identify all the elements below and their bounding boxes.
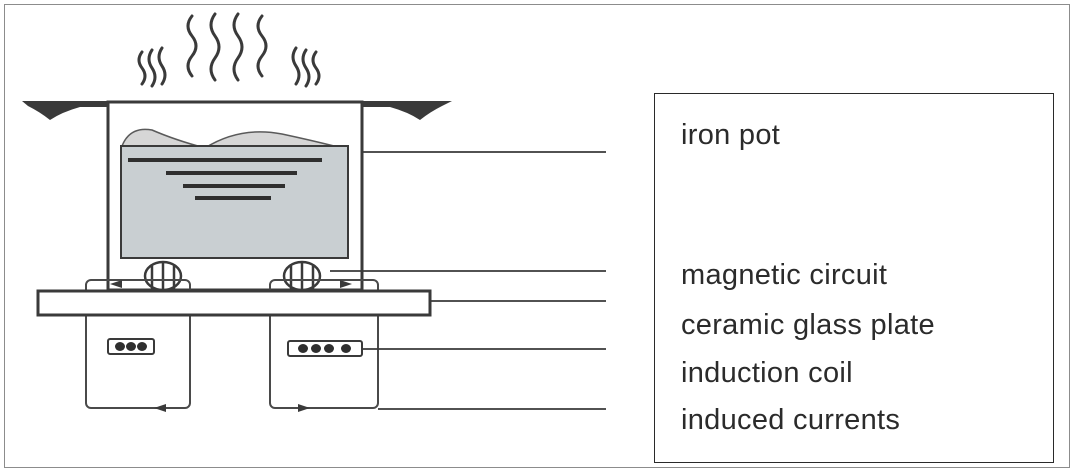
label-iron-pot: iron pot [681,119,781,151]
current-arrows [110,280,352,412]
legend-box: iron pot magnetic circuit ceramic glass … [654,93,1054,463]
label-induced-currents: induced currents [681,404,901,436]
magnetic-circuit-coil-left [143,260,183,292]
label-ceramic-glass-plate: ceramic glass plate [681,309,935,341]
ceramic-glass-plate [36,289,432,317]
label-induction-coil: induction coil [681,357,853,389]
induced-current-loops [85,279,379,409]
heat-lines [128,158,322,200]
food-liquid [120,145,349,259]
outer-frame [4,4,1070,468]
induction-coil-left [107,338,155,355]
label-magnetic-circuit: magnetic circuit [681,259,888,291]
induction-coil-right [287,340,363,357]
magnetic-circuit-coil-right [282,260,322,292]
steam-icon [137,12,321,88]
pot-handles [22,101,452,120]
leader-lines [330,151,606,410]
